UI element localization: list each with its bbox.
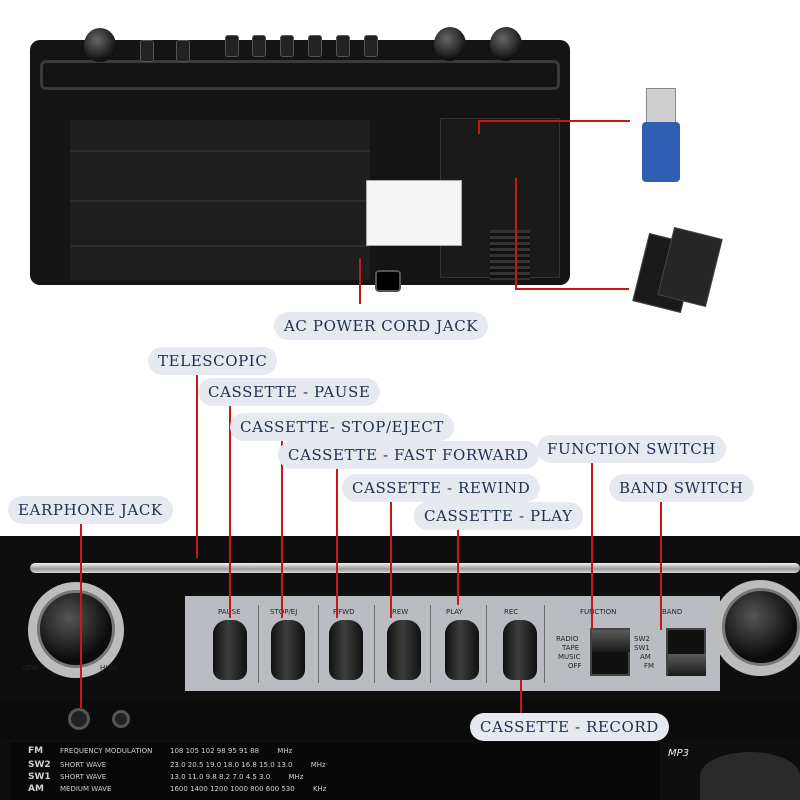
fast-forward-key[interactable] [329, 620, 363, 680]
top-key [308, 35, 322, 57]
top-key [252, 35, 266, 57]
band-option-sw1: SW1 [634, 644, 650, 652]
pointer-line-function [591, 462, 593, 630]
carry-handle [40, 60, 560, 90]
top-key [225, 35, 239, 57]
key-label-rew: REW [392, 608, 409, 616]
pointer-line-ffwd [336, 468, 338, 618]
top-knob-left [84, 28, 116, 62]
function-option-tape: TAPE [562, 644, 580, 652]
pointer-line-sd [515, 178, 517, 290]
callout-band-switch: BAND SWITCH [609, 474, 754, 502]
top-slider [176, 40, 190, 62]
tuning-knob[interactable] [722, 588, 800, 666]
function-option-music: MUSIC [558, 653, 581, 661]
callout-telescopic: TELESCOPIC [148, 347, 278, 375]
vent-grille [490, 230, 530, 280]
function-option-off: OFF [568, 662, 582, 670]
band-label: BAND [662, 608, 683, 616]
callout-pause: CASSETTE - PAUSE [198, 378, 381, 406]
key-label-stop: STOP/EJ [270, 608, 298, 616]
top-key [364, 35, 378, 57]
pointer-line-pause [229, 405, 231, 618]
pointer-line-record [520, 680, 522, 714]
volume-high-label: HIGH [100, 664, 119, 672]
pointer-line-telescopic [196, 374, 198, 558]
callout-fast-forward: CASSETTE - FAST FORWARD [278, 441, 539, 469]
top-key [336, 35, 350, 57]
pointer-line-band [660, 502, 662, 630]
top-key [280, 35, 294, 57]
callout-function-switch: FUNCTION SWITCH [537, 435, 726, 463]
pointer-line-usb [478, 120, 480, 134]
stop-eject-key[interactable] [271, 620, 305, 680]
callout-record: CASSETTE - RECORD [470, 713, 669, 741]
volume-knob [37, 590, 115, 668]
pointer-line-earphone [80, 520, 82, 708]
band-option-fm: FM [644, 662, 655, 670]
rewind-key[interactable] [387, 620, 421, 680]
speaker-grille [700, 752, 800, 800]
pointer-line-rew [390, 501, 392, 618]
mp3-badge: MP3 [668, 748, 690, 759]
top-slider [140, 40, 154, 62]
function-label: FUNCTION [580, 608, 617, 616]
usb-drive [640, 88, 682, 184]
rating-sticker [366, 180, 462, 246]
callout-earphone-jack: EARPHONE JACK [8, 496, 173, 524]
play-key[interactable] [445, 620, 479, 680]
callout-ac-power: AC POWER CORD JACK [274, 312, 489, 340]
battery-cover [70, 120, 370, 280]
pointer-line-usb [478, 120, 630, 122]
pointer-line-play [457, 529, 459, 605]
function-switch[interactable] [590, 628, 630, 676]
earphone-jack[interactable] [68, 708, 90, 730]
pointer-line-stop [281, 440, 283, 618]
callout-rewind: CASSETTE - REWIND [342, 474, 541, 502]
band-option-am: AM [640, 653, 651, 661]
key-label-ffwd: F.FWD [333, 608, 355, 616]
radio-back-view [30, 40, 570, 292]
pointer-line-ac [359, 258, 361, 304]
telescopic-antenna [30, 563, 800, 573]
band-option-sw2: SW2 [634, 635, 650, 643]
ac-power-socket [375, 270, 401, 292]
aux-led [112, 710, 130, 728]
top-knob-right [490, 27, 522, 61]
function-option-radio: RADIO [556, 635, 579, 643]
key-label-play: PLAY [446, 608, 463, 616]
key-label-rec: REC [504, 608, 519, 616]
top-knob-right [434, 27, 466, 61]
callout-stop-eject: CASSETTE- STOP/EJECT [230, 413, 455, 441]
pause-key[interactable] [213, 620, 247, 680]
band-switch[interactable] [666, 628, 706, 676]
callout-play: CASSETTE - PLAY [414, 502, 583, 530]
volume-low-label: LOW [22, 664, 39, 672]
pointer-line-sd [515, 288, 629, 290]
record-key[interactable] [503, 620, 537, 680]
